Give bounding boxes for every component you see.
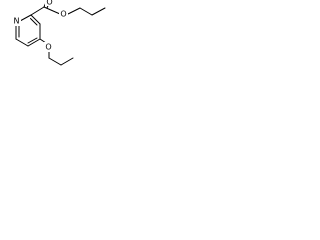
ring-bond-n-c2 bbox=[19, 14, 32, 22]
bond-ch2-ch2 bbox=[79, 7, 93, 16]
ether-oxygen-label: O bbox=[45, 43, 51, 52]
ring-bond-c4-c5-inner bbox=[27, 37, 38, 44]
ring-bond-c2-c3-inner bbox=[30, 18, 38, 26]
bond-carbonyl-c-o-ester bbox=[43, 6, 61, 15]
ester-group bbox=[30, 0, 106, 16]
carbonyl-oxygen-label: O bbox=[46, 0, 52, 7]
bond-c2-carbonyl-c bbox=[30, 6, 45, 16]
bond-ether-ch2-ch3 bbox=[60, 57, 74, 66]
bond-ch2-ch3 bbox=[91, 7, 106, 16]
ring-nitrogen-label: N bbox=[14, 17, 20, 26]
ester-oxygen-label: O bbox=[60, 10, 66, 19]
structure-canvas: N O O O bbox=[0, 0, 114, 68]
pyridine-ring bbox=[15, 14, 41, 47]
ring-bond-c5-c6 bbox=[15, 38, 29, 47]
molecule-drawing: N O O O bbox=[12, 0, 106, 66]
ring-bond-c2-c3 bbox=[30, 14, 41, 25]
atom-labels: N O O O bbox=[12, 0, 68, 52]
bond-ether-ch2-ch2 bbox=[48, 57, 62, 66]
ring-bond-c4-c5 bbox=[27, 38, 41, 47]
bond-o-ester-ch2 bbox=[67, 7, 81, 15]
